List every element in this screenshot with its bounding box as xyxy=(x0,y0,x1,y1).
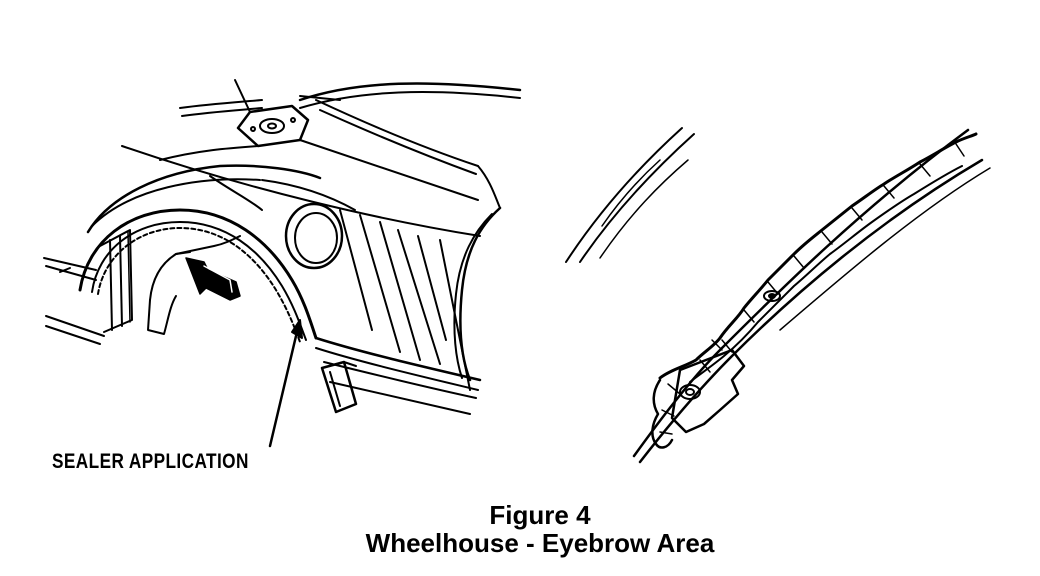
callout-leader xyxy=(270,336,296,446)
wheel-arch-lip xyxy=(80,210,316,338)
figure-number: Figure 4 xyxy=(489,500,591,530)
sealer-application-label: SEALER APPLICATION xyxy=(52,450,249,473)
panel-hole xyxy=(764,291,780,301)
mounting-bracket xyxy=(672,350,744,432)
vehicle-body-drawing xyxy=(44,80,520,446)
eyebrow-detail-drawing xyxy=(566,128,990,462)
fuel-door xyxy=(286,204,342,268)
callout-arrowhead xyxy=(292,320,302,338)
bracket-hole xyxy=(680,385,700,399)
pointer-arrow xyxy=(186,258,240,300)
figure-caption: Wheelhouse - Eyebrow Area xyxy=(365,528,715,558)
sealer-bead-detail xyxy=(660,134,976,378)
strut-tower-cap xyxy=(238,106,308,146)
rocker-end xyxy=(322,362,356,412)
